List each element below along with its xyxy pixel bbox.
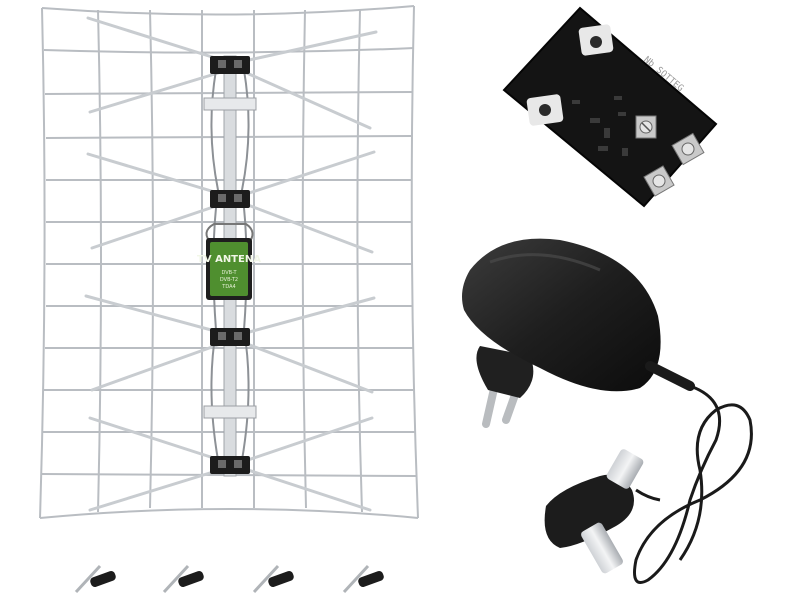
mounting-screw [74,564,116,594]
amplifier-label-line: DVB-T [221,270,237,276]
grid-wire [301,9,307,509]
clamp [210,328,250,346]
grid-wire [39,7,46,519]
dipole-elements [84,16,378,512]
amplifier-label-line: DVB-T2 [220,277,238,283]
mounting-screw [342,564,384,594]
amplifier-box: TV ANTENA DVB-T DVB-T2 TDA4 [197,223,261,300]
power-adapter [462,238,695,428]
amplifier-board: Nb SOTTEG [502,6,718,208]
grid-wire [356,9,363,513]
coax-splitter-plug [544,449,661,574]
grid-wire [410,5,419,519]
amplifier-label-line: TDA4 [221,284,235,290]
coax-cable [633,384,753,584]
clamp [210,190,250,208]
amplifier-label-title: TV ANTENA [197,254,261,265]
mounting-screw [162,564,204,594]
insulator-clamps [210,56,250,474]
grid-wire [97,9,102,513]
mounting-screw [252,564,294,594]
grid-wire [149,9,154,509]
clamp [210,56,250,74]
mounting-screws [74,564,384,594]
coax-connector [606,449,644,489]
coax-connector [581,522,623,574]
plug-pin [502,388,520,424]
clamp [210,456,250,474]
